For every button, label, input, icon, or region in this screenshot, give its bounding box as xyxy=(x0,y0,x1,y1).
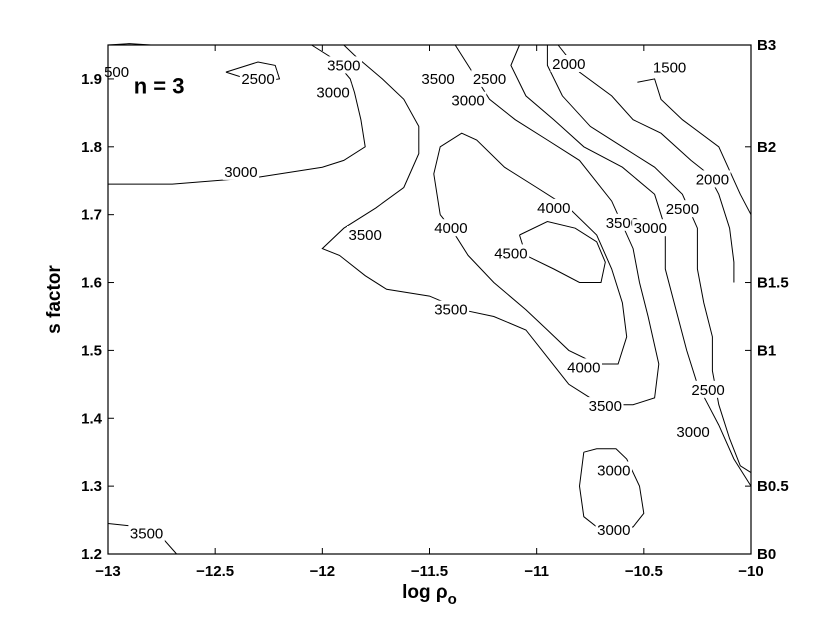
contour-line-4000-3 xyxy=(433,132,628,365)
contour-label-bg xyxy=(347,226,384,243)
contour-label-14: 4000 xyxy=(434,220,467,237)
x-tick-label-0: −13 xyxy=(95,563,120,580)
contour-label-21: 3500 xyxy=(589,398,622,415)
contour-label-bg xyxy=(604,213,641,231)
contour-line-3500-2 xyxy=(321,44,660,406)
contour-label-22: 3000 xyxy=(676,424,709,441)
contour-label-bg xyxy=(128,524,165,542)
x-tick-label-1: −12.5 xyxy=(196,563,234,580)
contour-label-bg xyxy=(632,219,669,237)
x-tick-label-6: −10 xyxy=(738,563,763,580)
contour-label-bg xyxy=(325,56,362,74)
y-tick-label-5: 1.7 xyxy=(81,207,102,224)
contour-label-bg xyxy=(694,170,731,188)
contour-line-2500-6 xyxy=(546,45,752,474)
y-tick-label-1: 1.3 xyxy=(81,478,102,495)
contour-line-3000-9 xyxy=(578,448,645,531)
contour-label-bg xyxy=(550,55,587,72)
right-tick-label-4: B2 xyxy=(757,139,776,156)
plot-frame xyxy=(107,44,752,555)
right-tick-label-3: B1.5 xyxy=(757,275,789,292)
contour-label-6: 3000 xyxy=(451,93,484,110)
x-tick-label-3: −11.5 xyxy=(411,563,448,580)
contour-label-bg xyxy=(471,69,508,87)
contour-label-23: 3000 xyxy=(597,463,630,480)
y-axis-ticks: 1.2 1.3 1.4 1.5 1.6 1.7 1.8 1.9 xyxy=(81,71,114,563)
y-tick-label-4: 1.6 xyxy=(81,275,102,292)
contour-label-bg xyxy=(664,200,701,218)
contour-label-11: 4000 xyxy=(537,200,570,217)
contour-label-15: 3500 xyxy=(606,215,639,232)
contour-label-bg xyxy=(102,63,131,81)
x-axis-label: log ρo xyxy=(402,582,457,608)
x-axis-label-main: log ρ xyxy=(402,582,448,603)
contour-label-bg xyxy=(239,69,277,87)
y-tick-label-6: 1.8 xyxy=(81,139,102,156)
contour-line-1500-8 xyxy=(637,78,752,215)
annotation-n: n = 3 xyxy=(134,74,185,99)
contour-label-bg xyxy=(674,422,712,440)
contour-label-24: 3000 xyxy=(597,522,630,539)
contour-label-bg xyxy=(689,380,727,398)
contour-label-3: 3000 xyxy=(316,85,349,102)
contour-label-bg xyxy=(492,244,530,262)
contour-label-bg xyxy=(595,461,632,479)
contour-label-bg xyxy=(432,219,470,237)
contour-label-19: 4000 xyxy=(567,359,600,376)
contour-label-5: 2500 xyxy=(473,71,506,88)
right-axis-ticks: B0 B0.5 B1 B1.5 B2 B3 xyxy=(745,37,789,563)
y-tick-label-7: 1.9 xyxy=(81,71,102,88)
contour-label-bg xyxy=(222,162,260,180)
contour-label-25: 3500 xyxy=(130,526,163,543)
contour-label-16: 3000 xyxy=(634,220,667,237)
y-tick-label-0: 1.2 xyxy=(81,546,102,563)
contour-label-9: 3000 xyxy=(224,164,257,181)
right-tick-label-5: B3 xyxy=(757,37,776,54)
contour-label-10: 2000 xyxy=(696,171,729,188)
contour-line-2000-7 xyxy=(557,44,735,283)
contour-label-bg xyxy=(595,521,632,539)
contour-label-bg xyxy=(587,397,624,415)
contour-lines xyxy=(107,43,752,555)
contour-label-0: 500 xyxy=(104,64,129,81)
contour-label-13: 3500 xyxy=(349,227,382,244)
contour-line-3000-5 xyxy=(510,44,752,487)
contour-line-4500-4 xyxy=(519,220,606,283)
contour-label-bg xyxy=(314,83,352,101)
x-axis-ticks: −13 −12.5 −12 −11.5 −11 −10.5 −10 xyxy=(95,45,764,580)
contour-label-bg xyxy=(535,198,572,216)
contour-label-20: 2500 xyxy=(691,382,724,399)
contour-label-4: 3500 xyxy=(421,71,454,88)
y-tick-label-2: 1.4 xyxy=(81,410,103,427)
x-tick-label-4: −11 xyxy=(524,563,549,580)
contour-label-bg xyxy=(565,358,602,376)
contour-label-17: 4500 xyxy=(494,245,527,262)
contour-label-8: 1500 xyxy=(653,59,686,76)
y-axis-label: s factor xyxy=(44,265,65,334)
contour-label-2: 3500 xyxy=(327,57,360,74)
right-tick-label-2: B1 xyxy=(757,342,776,359)
contour-label-7: 2000 xyxy=(552,56,585,73)
contour-label-1: 2500 xyxy=(241,71,274,88)
contour-label-bg xyxy=(651,58,688,76)
contour-label-bg xyxy=(432,300,470,318)
contour-label-12: 2500 xyxy=(666,201,699,218)
x-tick-label-2: −12 xyxy=(310,563,335,580)
contour-label-bg xyxy=(449,91,487,109)
contour-label-18: 3500 xyxy=(434,302,467,319)
x-tick-label-5: −10.5 xyxy=(625,563,663,580)
x-axis-label-subscript: o xyxy=(448,591,457,608)
right-tick-label-1: B0.5 xyxy=(757,478,789,495)
right-tick-label-0: B0 xyxy=(757,546,776,563)
y-tick-label-3: 1.5 xyxy=(81,342,102,359)
contour-label-bg xyxy=(419,69,457,87)
